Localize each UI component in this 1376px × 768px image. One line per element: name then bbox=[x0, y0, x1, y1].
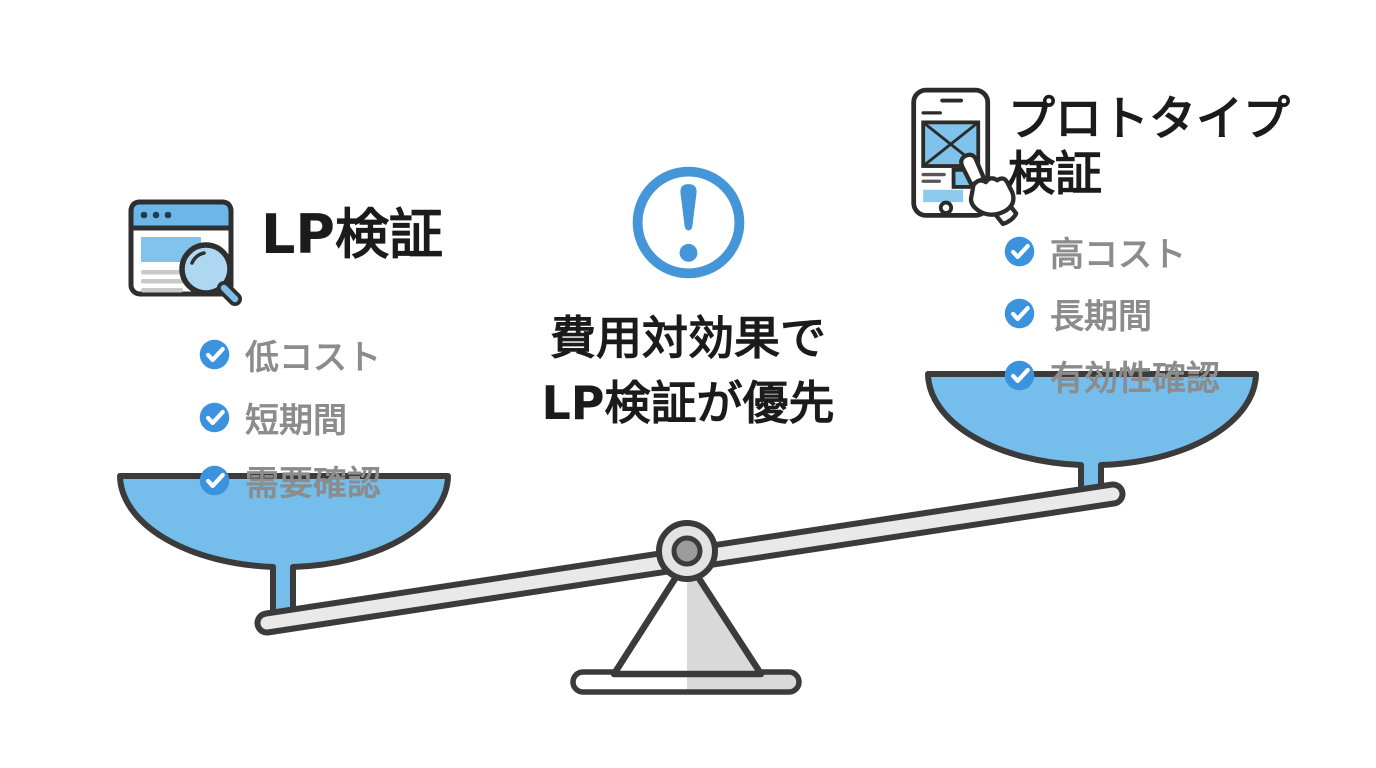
check-icon bbox=[199, 465, 230, 496]
list-item-label: 短期間 bbox=[245, 401, 347, 441]
check-icon bbox=[1004, 360, 1035, 391]
list-item: 高コスト bbox=[1004, 227, 1220, 276]
left-pan bbox=[117, 473, 451, 621]
right-check-list: 高コスト 長期間 有効性確認 bbox=[1004, 227, 1220, 400]
left-option-title: LP検証 bbox=[261, 203, 443, 266]
right-option-title-line2: 検証 bbox=[1008, 146, 1102, 202]
list-item-label: 長期間 bbox=[1050, 297, 1152, 337]
smartphone-tap-icon bbox=[908, 86, 1020, 229]
center-message-line2: LP検証が優先 bbox=[541, 376, 835, 431]
list-item-label: 有効性確認 bbox=[1050, 359, 1220, 399]
list-item-label: 低コスト bbox=[245, 338, 381, 378]
list-item: 短期間 bbox=[199, 393, 381, 442]
left-check-list: 低コスト 短期間 需要確認 bbox=[199, 330, 381, 505]
right-pan bbox=[925, 371, 1259, 497]
list-item: 長期間 bbox=[1004, 289, 1220, 338]
list-item: 低コスト bbox=[199, 330, 381, 379]
list-item: 有効性確認 bbox=[1004, 351, 1220, 400]
check-icon bbox=[199, 339, 230, 370]
tap-hand bbox=[959, 152, 1019, 227]
right-option-title: プロトタイプ 検証 bbox=[1008, 92, 1290, 202]
right-option-title-line1: プロトタイプ bbox=[1008, 92, 1290, 147]
list-item: 需要確認 bbox=[199, 456, 381, 505]
check-icon bbox=[199, 402, 230, 433]
pivot bbox=[656, 520, 718, 582]
center-message-line1: 費用対効果で bbox=[550, 311, 826, 365]
list-item-label: 需要確認 bbox=[245, 464, 381, 504]
browser-search-icon bbox=[126, 196, 246, 308]
list-item-label: 高コスト bbox=[1050, 235, 1186, 275]
check-icon bbox=[1004, 298, 1035, 329]
center-message: 費用対効果で LP検証が優先 bbox=[541, 306, 834, 437]
check-icon bbox=[1004, 236, 1035, 267]
exclamation-icon bbox=[626, 160, 751, 285]
fulcrum-triangle bbox=[610, 556, 765, 678]
